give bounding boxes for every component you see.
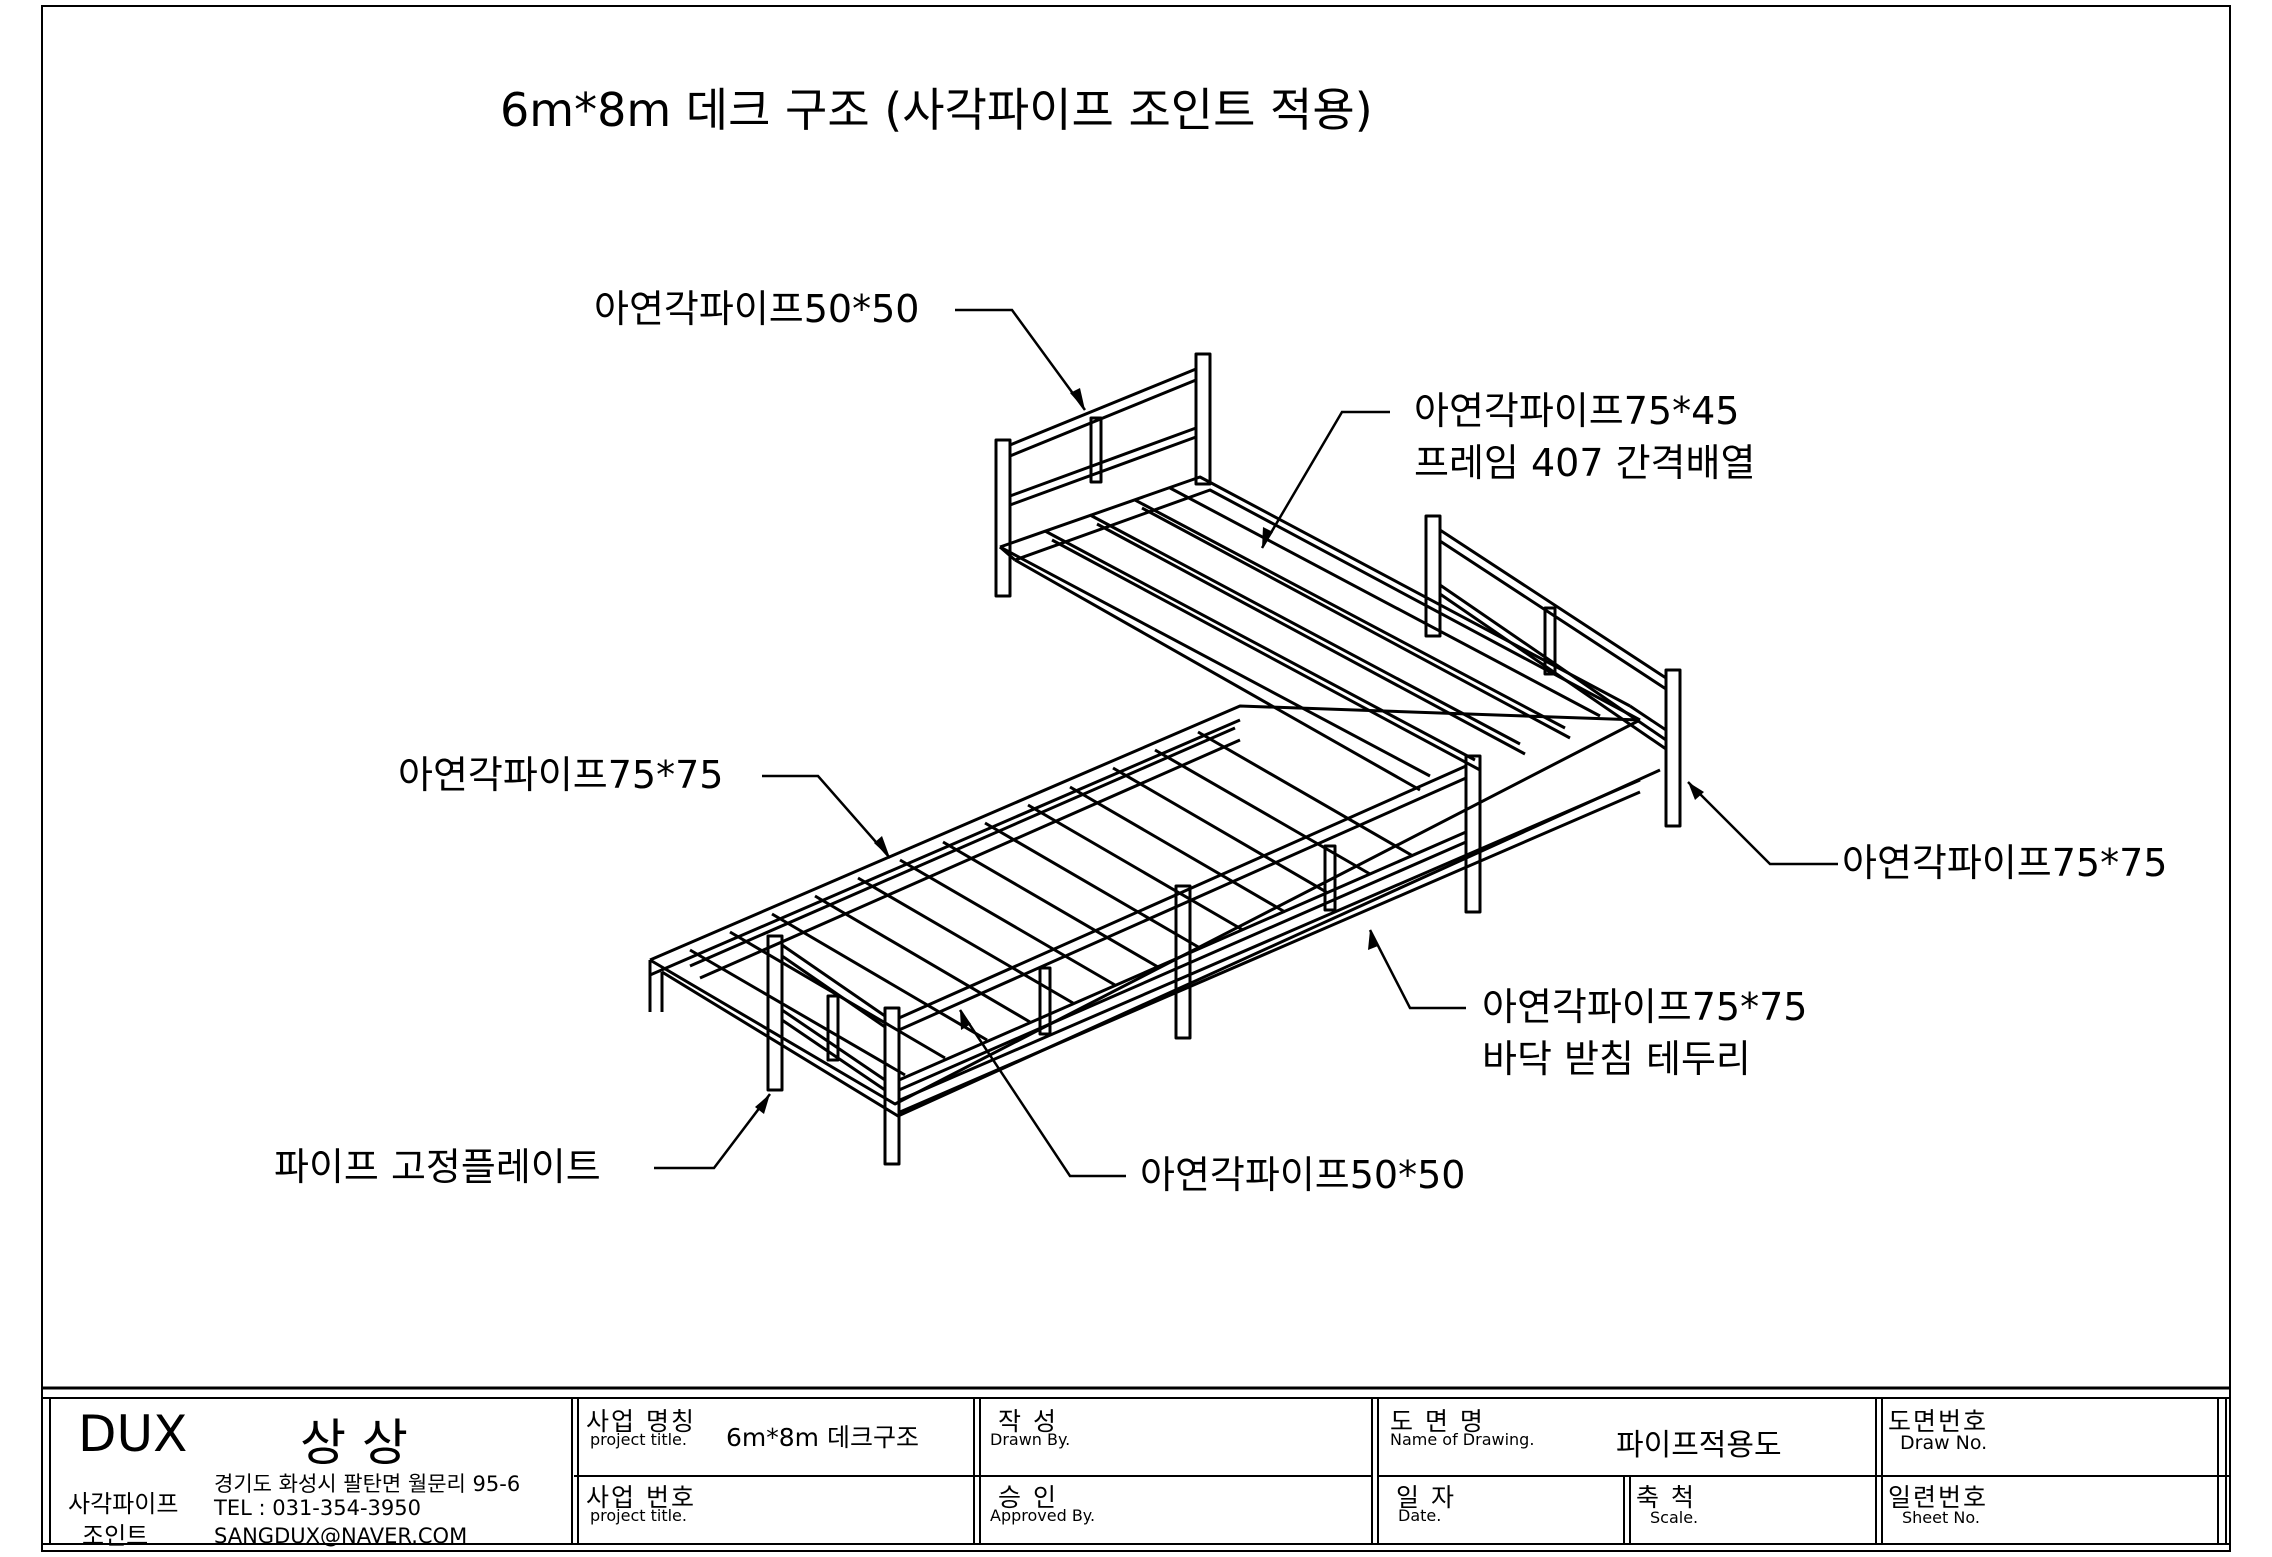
company-product-1: 사각파이프 xyxy=(68,1490,179,1518)
project-name-sub: project title. xyxy=(590,1430,687,1449)
draw-no-sub: Draw No. xyxy=(1900,1432,1988,1454)
scale-label: 축 척 xyxy=(1636,1483,1696,1512)
company-name: 상 상 xyxy=(300,1414,408,1472)
sheet-no-sub: Sheet No. xyxy=(1902,1508,1980,1527)
company-address: 경기도 화성시 팔탄면 월문리 95-6 xyxy=(214,1472,521,1496)
callout-bottom-left: 파이프 고정플레이트 xyxy=(274,1145,601,1189)
callout-bottom-right-2: 바닥 받침 테두리 xyxy=(1482,1037,1751,1081)
callout-bottom-center: 아연각파이프50*50 xyxy=(1140,1153,1465,1197)
drawing-name-value: 파이프적용도 xyxy=(1616,1428,1782,1463)
sheet-frame xyxy=(41,5,2231,1552)
callout-top-left: 아연각파이프50*50 xyxy=(594,287,919,331)
scale-sub: Scale. xyxy=(1650,1508,1699,1527)
company-brand: DUX xyxy=(78,1405,188,1463)
deck-frame xyxy=(648,352,1682,1166)
drawing-name-sub: Name of Drawing. xyxy=(1390,1430,1535,1449)
date-label: 일 자 xyxy=(1396,1483,1456,1512)
callout-top-right-1: 아연각파이프75*45 xyxy=(1414,389,1739,433)
leader-arrows xyxy=(755,388,1704,1114)
company-tel: TEL : 031-354-3950 xyxy=(214,1496,421,1520)
project-no-label: 사업 번호 xyxy=(586,1483,696,1512)
company-email: SANGDUX@NAVER.COM xyxy=(214,1524,468,1548)
project-no-sub: project title. xyxy=(590,1506,687,1525)
callout-left: 아연각파이프75*75 xyxy=(398,753,723,797)
drawing-name-label: 도 면 명 xyxy=(1390,1407,1485,1436)
callout-right: 아연각파이프75*75 xyxy=(1842,841,2167,885)
drawn-sub: Drawn By. xyxy=(990,1430,1071,1449)
title-block-grid xyxy=(42,1386,2230,1545)
company-product-2: 조인트 xyxy=(82,1522,149,1550)
callout-bottom-right-1: 아연각파이프75*75 xyxy=(1482,985,1807,1029)
approved-label: 승 인 xyxy=(998,1483,1058,1512)
drawing-title: 6m*8m 데크 구조 (사각파이프 조인트 적용) xyxy=(500,83,1373,137)
date-sub: Date. xyxy=(1398,1506,1442,1525)
callout-leaders xyxy=(654,308,1838,1178)
project-name-value: 6m*8m 데크구조 xyxy=(726,1423,919,1452)
drawn-label: 작 성 xyxy=(998,1407,1058,1436)
callout-top-right-2: 프레임 407 간격배열 xyxy=(1414,441,1755,485)
sheet-no-label: 일련번호 xyxy=(1888,1483,1989,1512)
draw-no-label: 도면번호 xyxy=(1888,1407,1989,1436)
project-name-label: 사업 명칭 xyxy=(586,1407,696,1436)
approved-sub: Approved By. xyxy=(990,1506,1096,1525)
